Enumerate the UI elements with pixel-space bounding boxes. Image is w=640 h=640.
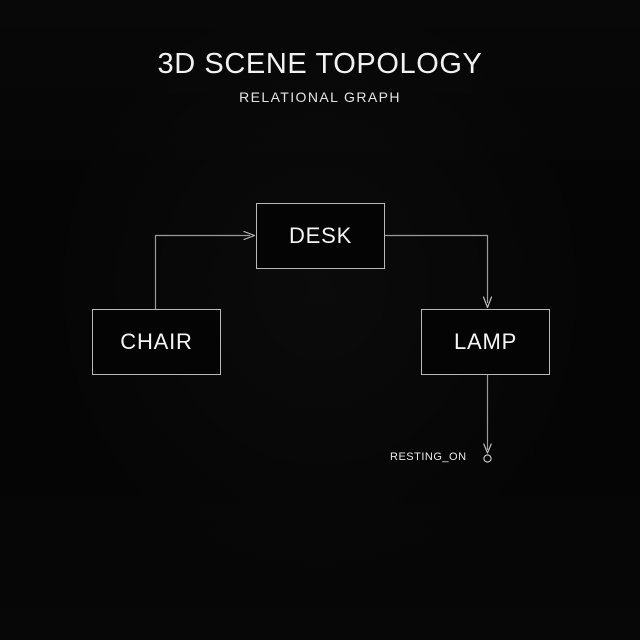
edge-chair-to-desk	[154, 230, 256, 309]
node-chair-label: CHAIR	[120, 329, 193, 354]
edge-desk-to-lamp	[385, 234, 493, 309]
node-desk[interactable]: DESK	[256, 203, 385, 269]
page-title: 3D SCENE TOPOLOGY	[157, 48, 483, 80]
node-lamp-label: LAMP	[453, 329, 518, 354]
edge-label-resting-on: RESTING_ON	[390, 451, 467, 463]
node-chair[interactable]: CHAIR	[92, 309, 221, 375]
node-lamp[interactable]: LAMP	[421, 309, 550, 375]
page-subtitle: RELATIONAL GRAPH	[239, 89, 401, 105]
terminal-node-circle	[483, 454, 492, 463]
node-desk-label: DESK	[288, 223, 353, 248]
edge-lamp-to-terminal	[483, 375, 492, 463]
